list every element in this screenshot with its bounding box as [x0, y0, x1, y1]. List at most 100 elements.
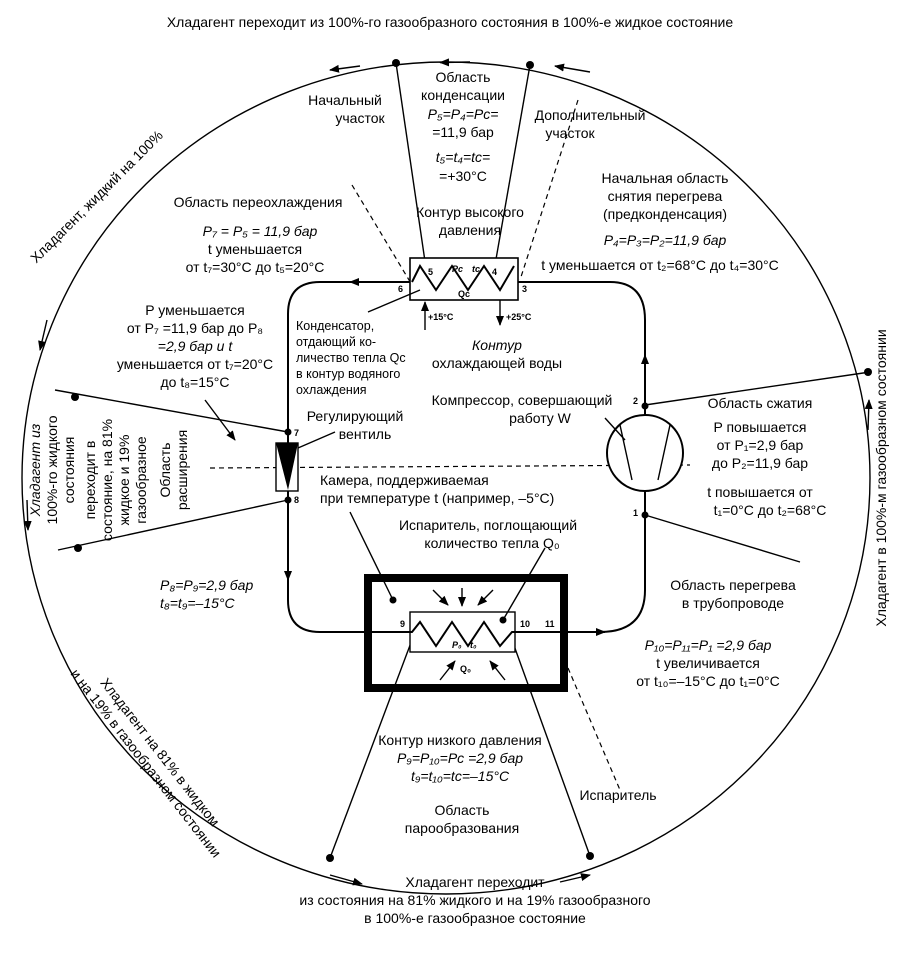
- label-text: 11: [545, 619, 555, 629]
- label-text: 7: [294, 428, 299, 438]
- condenser: 5 4 3 6 Pc tc Qc +15°C +25°C: [398, 257, 532, 330]
- label-text: t уменьшается от t₂=68°C до t₄=30°C: [541, 257, 778, 273]
- label-text: P₁₀=P₁₁=P₁ =2,9 бар: [645, 637, 772, 653]
- expansion-text: P уменьшается от P₇ =11,9 бар до P₈ =2,9…: [117, 302, 273, 390]
- label-text: 100%-го жидкого: [44, 415, 60, 524]
- label-text: до P₂=11,9 бар: [712, 455, 808, 471]
- label-text: Область сжатия: [708, 395, 813, 411]
- label-text: в 100%-е газообразное состояние: [364, 910, 586, 926]
- label-text: вентиль: [339, 426, 392, 442]
- label-text: при температуре t (например, –5°C): [320, 490, 554, 506]
- boundary-line: [491, 64, 531, 283]
- label-text: переходит в: [82, 441, 98, 520]
- label-text: 9: [400, 619, 405, 629]
- label-text: P повышается: [713, 419, 806, 435]
- boundary-line: [511, 639, 591, 857]
- label-text: отдающий ко-: [296, 335, 376, 349]
- label-text: охлаждающей воды: [432, 355, 562, 371]
- label-text: парообразования: [405, 820, 519, 836]
- label-text: Pc: [452, 264, 463, 274]
- circle-arrow: [38, 319, 48, 351]
- label-text: охлаждения: [296, 383, 367, 397]
- label-text: 2: [633, 396, 638, 406]
- label-text: 6: [398, 284, 403, 294]
- label-text: газообразное: [133, 436, 149, 524]
- desuperheat-region: Начальная область снятия перегрева (пред…: [541, 170, 778, 273]
- label-text: t₁=0°C до t₂=68°C: [714, 502, 827, 518]
- left-arc-label: Хладагент, жидкий на 100%: [27, 127, 166, 266]
- label-text: от t₇=30°C до t₅=20°C: [186, 259, 325, 275]
- circle-arrow: [559, 873, 591, 883]
- label-text: Хладагент на 81% в жидком: [97, 675, 223, 829]
- label-text: от P₇ =11,9 бар до P₈: [127, 320, 263, 336]
- circle-arrow: [23, 499, 32, 531]
- boundary-line: [644, 514, 801, 563]
- label-text: Область перегрева: [670, 577, 796, 593]
- evaporator-label: Испаритель, поглощающий количество тепла…: [399, 517, 577, 551]
- boundary-dashed: [351, 184, 413, 286]
- left-vertical-labels: Хладагент из 100%-го жидкого состояния п…: [27, 415, 190, 541]
- bottom-left-arc-label: Хладагент на 81% в жидком и на 19% в газ…: [68, 666, 225, 861]
- label-text: до t₈=15°C: [161, 374, 230, 390]
- label-text: участок: [335, 110, 385, 126]
- label-text: работу W: [509, 410, 572, 426]
- label-text: Контур низкого давления: [378, 732, 541, 748]
- label-text: Область: [435, 802, 490, 818]
- label-text: конденсации: [421, 87, 505, 103]
- label-text: tc: [472, 264, 480, 274]
- label-text: =2,9 бар и t: [158, 338, 234, 354]
- refrigerant-pipe: [515, 491, 646, 633]
- label-text: t уменьшается: [208, 241, 302, 257]
- label-text: P₄=P₃=P₂=11,9 бар: [604, 232, 727, 248]
- circle-arrow: [329, 64, 361, 73]
- label-text: +25°C: [506, 312, 532, 322]
- label-text: P₅=P₄=Pc=: [428, 106, 499, 122]
- label-text: Испаритель, поглощающий: [399, 517, 577, 533]
- label-text: Регулирующий: [307, 408, 404, 424]
- label-text: P уменьшается: [145, 302, 244, 318]
- condenser-label: Конденсатор, отдающий ко- личество тепла…: [296, 319, 406, 397]
- label-text: +15°C: [428, 312, 454, 322]
- label-text: P₀: [452, 640, 462, 650]
- compressor: 2 1: [604, 396, 684, 519]
- label-text: t₅=t₄=tc=: [436, 149, 490, 165]
- label-text: в трубопроводе: [682, 595, 784, 611]
- circle-arrow: [329, 874, 363, 886]
- label-text: Область переохлаждения: [174, 194, 343, 210]
- label-text: Дополнительный: [535, 107, 646, 123]
- label-text: 1: [633, 508, 638, 518]
- label-text: Хладагент из: [27, 423, 43, 517]
- label-text: Контур: [472, 337, 522, 353]
- label-text: давления: [439, 222, 501, 238]
- condensation-region: Область конденсации P₅=P₄=Pc= =11,9 бар …: [308, 69, 645, 238]
- right-arc-label: Хладагент в 100%-м газообразном состояни…: [873, 329, 889, 626]
- label-text: и на 19% в газообразном состоянии: [68, 666, 225, 861]
- label-text: Область: [157, 443, 173, 498]
- boundary-line: [395, 62, 429, 283]
- label-text: t₉=t₁₀=tc=–15°C: [411, 768, 510, 784]
- label-text: 5: [428, 267, 433, 277]
- superheat-region: Область перегрева в трубопроводе P₁₀=P₁₁…: [636, 577, 796, 689]
- label-text: 10: [520, 619, 530, 629]
- compressor-label: Компрессор, совершающий работу W: [432, 392, 613, 426]
- label-text: P₈=P₉=2,9 бар: [160, 577, 253, 593]
- label-text: Конденсатор,: [296, 319, 374, 333]
- circle-arrow: [864, 399, 873, 431]
- refrigerant-pipe: [518, 281, 646, 415]
- label-text: t увеличивается: [656, 655, 760, 671]
- valve-label: Регулирующий вентиль: [307, 408, 404, 442]
- label-text: 4: [492, 267, 497, 277]
- boundary-dashed: [519, 99, 579, 281]
- label-text: Начальная область: [602, 170, 729, 186]
- point-8-state: P₈=P₉=2,9 бар t₈=t₉=–15°C: [160, 577, 253, 611]
- subcooling-region: Область переохлаждения P₇ = P₅ = 11,9 ба…: [174, 194, 343, 275]
- label-text: (предконденсация): [603, 206, 727, 222]
- evaporator-dashed: [567, 667, 621, 791]
- label-text: из состояния на 81% жидкого и на 19% газ…: [299, 892, 650, 908]
- label-text: Камера, поддерживаемая: [320, 472, 489, 488]
- boundary-line: [644, 371, 871, 406]
- label-text: t повышается от: [707, 484, 813, 500]
- boundary-line: [54, 389, 289, 433]
- chamber-label: Камера, поддерживаемая при температуре t…: [320, 472, 554, 506]
